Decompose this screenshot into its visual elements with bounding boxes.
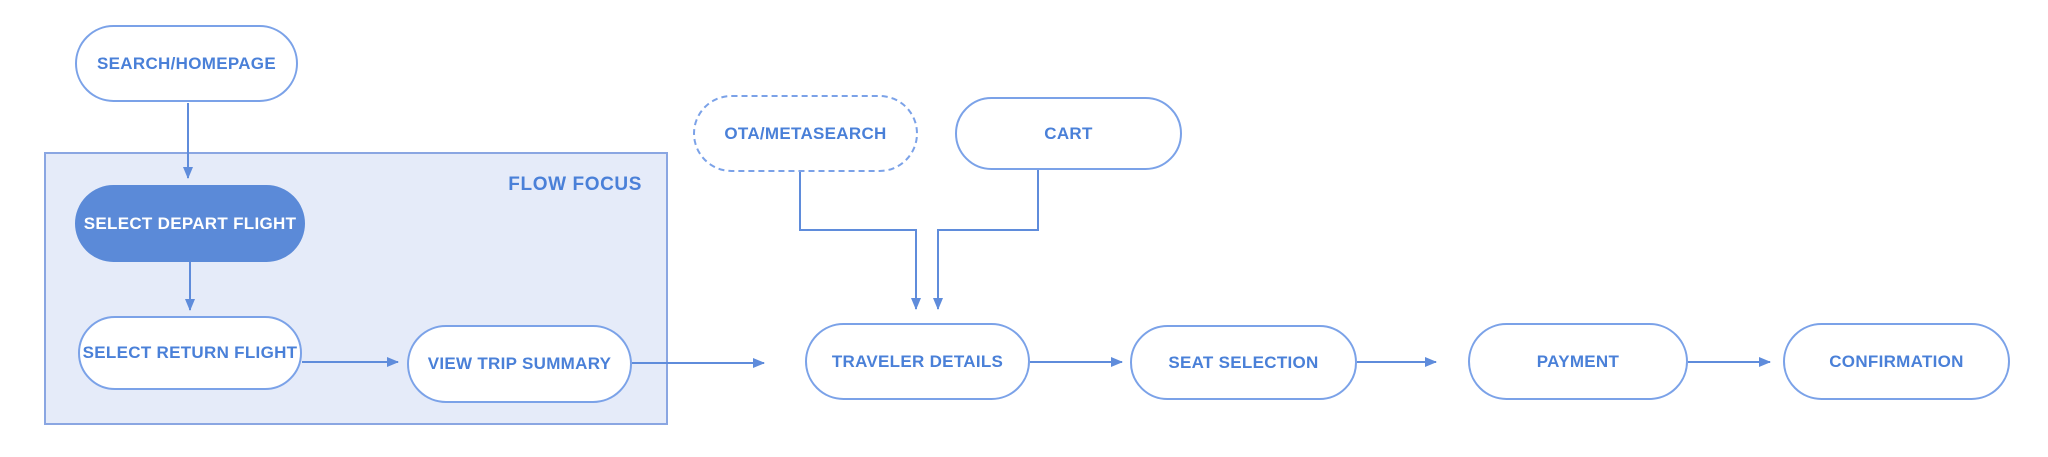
node-payment[interactable]: PAYMENT [1468, 323, 1688, 400]
node-select-depart-flight[interactable]: SELECT DEPART FLIGHT [75, 185, 305, 262]
node-label: TRAVELER DETAILS [831, 351, 1004, 371]
node-label: SELECT DEPART FLIGHT [83, 213, 297, 233]
node-seat-selection[interactable]: SEAT SELECTION [1130, 325, 1357, 400]
node-label: SEARCH/HOMEPAGE [97, 53, 276, 73]
edge-cart-to-traveler [933, 170, 1039, 310]
node-label: SELECT RETURN FLIGHT [82, 343, 298, 362]
node-label: OTA/METASEARCH [724, 123, 887, 143]
node-search-homepage[interactable]: SEARCH/HOMEPAGE [75, 25, 298, 102]
node-traveler-details[interactable]: TRAVELER DETAILS [805, 323, 1030, 400]
node-label: PAYMENT [1536, 351, 1620, 371]
flow-focus-label: FLOW FOCUS [508, 174, 642, 195]
node-label: VIEW TRIP SUMMARY [427, 354, 612, 373]
node-confirmation[interactable]: CONFIRMATION [1783, 323, 2010, 400]
edge-ota-to-traveler [799, 172, 921, 310]
node-cart[interactable]: CART [955, 97, 1182, 170]
node-select-return-flight[interactable]: SELECT RETURN FLIGHT [78, 316, 302, 390]
node-ota-metasearch[interactable]: OTA/METASEARCH [693, 95, 918, 172]
node-view-trip-summary[interactable]: VIEW TRIP SUMMARY [407, 325, 632, 403]
node-label: CART [1044, 123, 1093, 143]
node-label: SEAT SELECTION [1168, 352, 1319, 372]
node-label: CONFIRMATION [1829, 351, 1964, 371]
